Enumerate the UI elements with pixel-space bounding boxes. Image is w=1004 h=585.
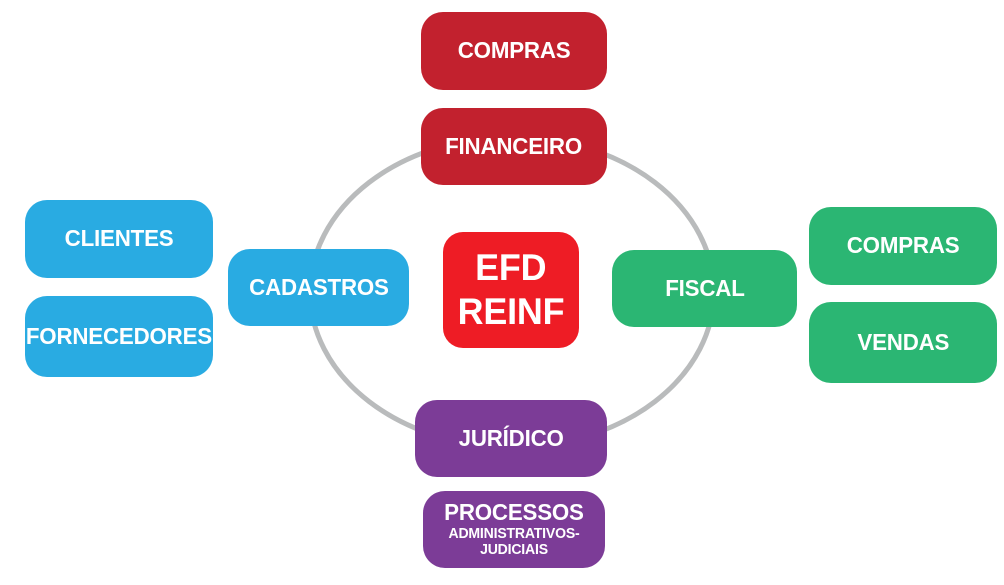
node-vendas-label: VENDAS xyxy=(857,328,949,355)
node-cadastros: CADASTROS xyxy=(228,249,409,326)
node-compras-right-label: COMPRAS xyxy=(846,232,960,259)
node-compras-top-label: COMPRAS xyxy=(457,37,571,64)
node-processos: PROCESSOS ADMINISTRATIVOS-JUDICIAIS xyxy=(423,491,605,568)
node-compras-top: COMPRAS xyxy=(421,12,607,90)
node-financeiro: FINANCEIRO xyxy=(421,108,607,185)
node-compras-right: COMPRAS xyxy=(809,207,997,285)
node-clientes: CLIENTES xyxy=(25,200,213,278)
node-processos-label: PROCESSOS xyxy=(444,498,584,525)
node-fiscal: FISCAL xyxy=(612,250,797,327)
efd-reinf-line1: EFD xyxy=(475,247,547,289)
node-fornecedores: FORNECEDORES xyxy=(25,296,213,377)
node-processos-sublabel: ADMINISTRATIVOS-JUDICIAIS xyxy=(448,526,580,559)
node-financeiro-label: FINANCEIRO xyxy=(445,132,583,159)
node-vendas: VENDAS xyxy=(809,302,997,383)
node-fornecedores-label: FORNECEDORES xyxy=(25,322,213,349)
node-juridico-label: JURÍDICO xyxy=(458,424,564,451)
node-clientes-label: CLIENTES xyxy=(64,225,174,252)
node-juridico: JURÍDICO xyxy=(415,400,607,477)
node-fiscal-label: FISCAL xyxy=(664,274,745,301)
node-cadastros-label: CADASTROS xyxy=(248,273,389,300)
node-efd-reinf-center: EFD REINF xyxy=(443,232,579,348)
efd-reinf-line2: REINF xyxy=(457,291,565,332)
